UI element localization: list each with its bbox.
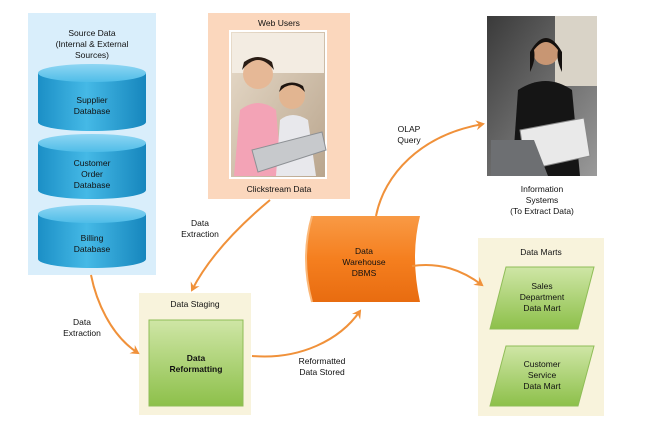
customer-order-database-cylinder [38, 134, 146, 199]
arrow-warehouse-to-info-systems [375, 120, 485, 217]
data-reformatting-label: Data Reformatting [169, 353, 223, 374]
information-systems-photo [487, 16, 597, 176]
billing-database-label: Billing Database [73, 233, 111, 254]
web-users-photo [229, 30, 327, 179]
customer-service-data-mart-shape [489, 345, 595, 407]
data-warehouse-dbms-shape [305, 215, 420, 303]
web-users-title: Web Users [258, 18, 300, 28]
information-systems-caption: Information Systems (To Extract Data) [510, 184, 574, 216]
supplier-database-label: Supplier Database [73, 95, 111, 116]
source-data-title: Source Data (Internal & External Sources… [55, 28, 129, 60]
arrow-source-to-staging [90, 274, 140, 355]
data-staging-title: Data Staging [170, 299, 220, 309]
data-marts-title: Data Marts [520, 247, 562, 257]
data-extraction-source-label: Data Extraction [63, 317, 101, 338]
sales-department-data-mart-shape [489, 266, 595, 330]
arrow-web-to-staging [190, 199, 271, 292]
arrow-warehouse-to-marts [411, 264, 484, 287]
customer-order-database-label: Customer Order Database [73, 158, 111, 190]
olap-query-label: OLAP Query [397, 124, 421, 145]
data-extraction-web-label: Data Extraction [181, 218, 219, 239]
arrow-staging-to-warehouse [251, 309, 362, 358]
supplier-database-cylinder [38, 64, 146, 131]
reformatted-data-stored-label: Reformatted Data Stored [298, 356, 346, 377]
clickstream-data-caption: Clickstream Data [246, 184, 312, 194]
data-reformatting-box [148, 319, 244, 407]
sales-department-data-mart-label: Sales Department Data Mart [519, 281, 565, 313]
data-warehouse-label: Data Warehouse DBMS [342, 246, 386, 278]
customer-service-data-mart-label: Customer Service Data Mart [523, 359, 561, 391]
billing-database-cylinder [38, 205, 146, 268]
